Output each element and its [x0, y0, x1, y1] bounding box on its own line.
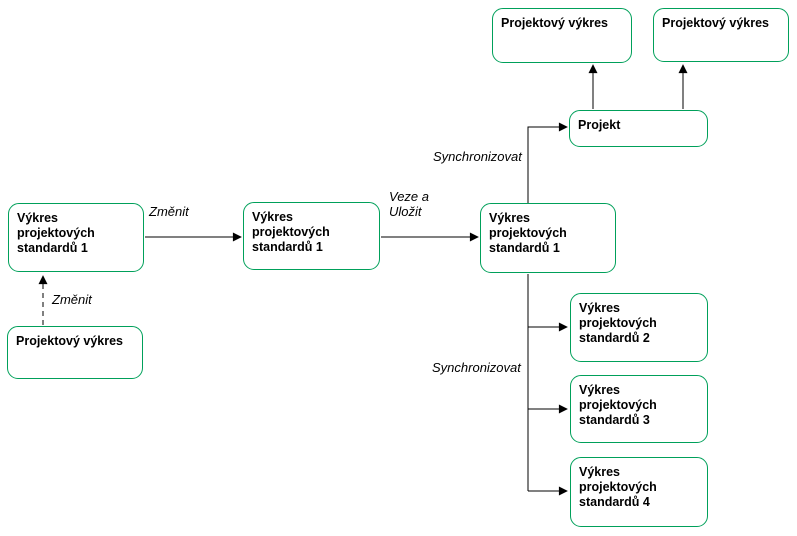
node-label: Projektový výkres: [16, 334, 124, 348]
node-vykres-standardu-3: Výkres projektových standardů 3: [570, 375, 708, 443]
node-label: Výkres projektových standardů 3: [579, 383, 657, 427]
node-vykres-standardu-1-left: Výkres projektových standardů 1: [8, 203, 144, 272]
edge-label-veze-a-ulozit: Veze a Uložit: [389, 189, 429, 219]
node-label: Projekt: [578, 118, 621, 132]
node-label: Projektový výkres: [662, 16, 770, 30]
edge-synchronizovat-to-projekt: [527, 122, 568, 203]
node-projektovy-vykres-top-1: Projektový výkres: [492, 8, 632, 63]
node-vykres-standardu-1-middle: Výkres projektových standardů 1: [243, 202, 380, 270]
node-projekt: Projekt: [569, 110, 708, 147]
node-label: Výkres projektových standardů 1: [489, 211, 567, 255]
node-vykres-standardu-1-right: Výkres projektových standardů 1: [480, 203, 616, 273]
node-projektovy-vykres-top-2: Projektový výkres: [653, 8, 789, 62]
edge-label-synchronizovat-bottom: Synchronizovat: [432, 360, 521, 375]
edge-label-synchronizovat-top: Synchronizovat: [433, 149, 522, 164]
node-label: Výkres projektových standardů 1: [252, 210, 330, 254]
node-label: Výkres projektových standardů 2: [579, 301, 657, 345]
edge-label-zmenit-vertical: Změnit: [52, 292, 92, 307]
node-projektovy-vykres-bottom-left: Projektový výkres: [7, 326, 143, 379]
node-vykres-standardu-4: Výkres projektových standardů 4: [570, 457, 708, 527]
node-label: Výkres projektových standardů 4: [579, 465, 657, 509]
node-label: Výkres projektových standardů 1: [17, 211, 95, 255]
node-label: Projektový výkres: [501, 16, 609, 30]
node-vykres-standardu-2: Výkres projektových standardů 2: [570, 293, 708, 362]
edge-label-zmenit-horizontal: Změnit: [149, 204, 189, 219]
